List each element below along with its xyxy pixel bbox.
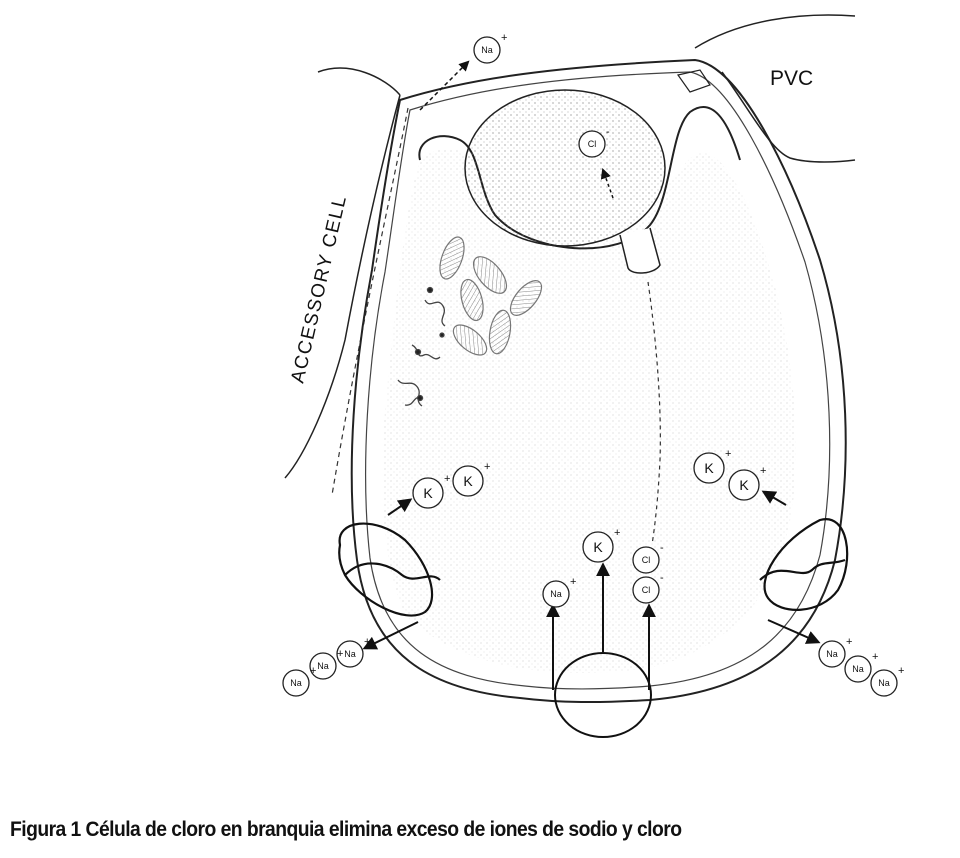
ion-charge: - <box>606 126 610 138</box>
cl-ion: Cl- <box>632 572 664 604</box>
ion-label: Na <box>550 589 562 599</box>
ion-label: Na <box>290 678 302 688</box>
ion-charge: + <box>364 636 370 648</box>
cl-apical-arrow <box>600 168 614 199</box>
mitochondrion <box>488 309 512 355</box>
ion-charge: + <box>484 461 490 473</box>
ion-circle <box>693 452 725 484</box>
k-ion: K+ <box>582 527 620 563</box>
ion-charge: + <box>570 576 576 588</box>
accessory-cell-outline <box>284 67 401 479</box>
ion-label: K <box>463 473 473 489</box>
ion-label: K <box>704 460 714 476</box>
endoplasmic-reticulum <box>397 286 446 407</box>
ion-label: Na <box>481 45 493 55</box>
apical-opening <box>676 69 711 93</box>
ion-label: K <box>593 539 603 555</box>
ion-circle <box>870 669 898 697</box>
ion-label: Na <box>878 678 890 688</box>
ion-charge: + <box>337 648 343 660</box>
right-junction-complex <box>759 518 849 611</box>
accessory-cell-dashed-border <box>331 107 409 496</box>
na-ion: Na + <box>473 32 507 64</box>
k-ion: K+ <box>693 448 731 484</box>
ion-label: Na <box>317 661 329 671</box>
ion-charge: - <box>660 572 664 584</box>
tubular-dashed-path <box>647 281 661 546</box>
ion-charge: + <box>614 527 620 539</box>
pvc-cell-outline <box>694 14 856 163</box>
chloride-cell-membrane-inner-line <box>365 71 831 690</box>
apical-crypt-vesicle <box>464 89 666 247</box>
ion-symbols: Na+Cl-K+K+K+K+K+Cl-Cl-Na+Na+Na+Na+Na+Na+… <box>282 32 904 697</box>
apical-crypt <box>418 106 741 250</box>
ion-label: Cl <box>642 585 651 595</box>
na-efflux-top-arrow <box>419 60 470 111</box>
na-ion: Na+ <box>336 636 370 668</box>
left-junction-complex <box>338 522 441 617</box>
ion-circle <box>632 576 660 604</box>
na-ion: Na + <box>282 665 316 697</box>
ion-circle <box>473 36 501 64</box>
mitochondrion <box>452 324 488 356</box>
na-ion: Na + <box>870 665 904 697</box>
ion-charge: - <box>660 542 664 554</box>
mitochondrion <box>439 236 465 280</box>
ion-label: Na <box>852 664 864 674</box>
cl-ion: Cl- <box>632 542 664 574</box>
ion-label: Na <box>826 649 838 659</box>
ion-label: Cl <box>588 139 597 149</box>
mitochondrion <box>460 278 484 322</box>
ion-label: Cl <box>642 555 651 565</box>
k-right-arrow <box>761 490 787 506</box>
ion-charge: + <box>872 651 878 663</box>
k-ion: K+ <box>728 465 766 501</box>
ion-charge: + <box>760 465 766 477</box>
ion-circle <box>336 640 364 668</box>
ion-charge: + <box>846 636 852 648</box>
ion-circle <box>632 546 660 574</box>
ion-charge: + <box>725 448 731 460</box>
na-left-out-arrow <box>362 621 419 650</box>
na-ion: Na + <box>542 576 576 608</box>
na-ion: Na+ <box>309 648 343 680</box>
ion-label: K <box>423 485 433 501</box>
na-ion: Na + <box>844 651 878 683</box>
ion-charge: + <box>310 665 316 677</box>
k-ion: K+ <box>412 473 450 509</box>
ion-circle <box>818 640 846 668</box>
mitochondrion <box>509 280 543 316</box>
ion-circle <box>542 580 570 608</box>
accessory-cell-label: ACCESSORY CELL <box>287 193 351 385</box>
basal-ion-pump <box>554 652 652 738</box>
k-ion: K+ <box>452 461 490 497</box>
ion-charge: + <box>501 32 507 44</box>
ion-charge: + <box>898 665 904 677</box>
ion-label: K <box>739 477 749 493</box>
ion-circle <box>282 669 310 697</box>
figure-caption: Figura 1 Célula de cloro en branquia eli… <box>10 818 682 841</box>
ion-circle <box>309 652 337 680</box>
transport-arrows <box>362 60 821 690</box>
tubular-system <box>619 227 661 274</box>
ion-circle <box>412 477 444 509</box>
k-left-arrow <box>387 498 413 516</box>
ion-circle <box>844 655 872 683</box>
ion-charge: + <box>444 473 450 485</box>
ion-label: Na <box>344 649 356 659</box>
mitochondrion <box>472 256 508 294</box>
na-ion: Na + <box>818 636 852 668</box>
cl-ion: Cl- <box>578 126 610 158</box>
mitochondria-group <box>439 236 543 356</box>
ion-circle <box>578 130 606 158</box>
ion-circle <box>728 469 760 501</box>
pvc-label: PVC <box>770 67 813 90</box>
chloride-cell-outer-membrane <box>350 58 847 704</box>
ion-circle <box>582 531 614 563</box>
ion-circle <box>452 465 484 497</box>
na-right-out-arrow <box>767 619 821 644</box>
